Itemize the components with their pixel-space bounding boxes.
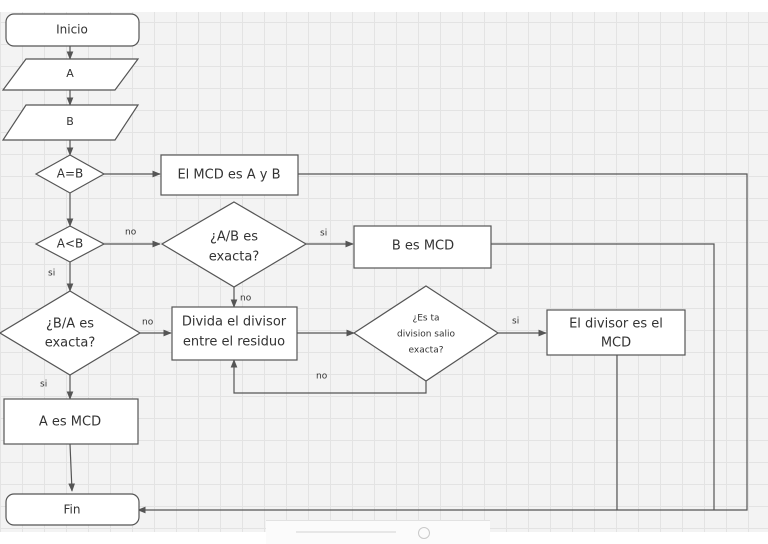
top-strip	[0, 0, 768, 12]
decision-a-lt-b	[34, 225, 106, 263]
edge-label-no: no	[240, 294, 252, 304]
input-a-label: A	[66, 67, 74, 80]
decision-a-div-b	[160, 201, 308, 288]
cond-a-div-b-line1: ¿A/B es	[210, 230, 258, 245]
zoom-toolbar	[266, 520, 490, 544]
decision-division-exacta	[352, 285, 500, 382]
divida-line2: entre el residuo	[183, 335, 285, 350]
divisor-es-mcd-line2: MCD	[601, 336, 631, 351]
b-es-mcd-label: B es MCD	[392, 239, 454, 254]
cond-a-lt-b-label: A<B	[57, 237, 84, 251]
toolbar-track	[296, 531, 396, 533]
decision-b-div-a	[0, 290, 142, 376]
process-divida	[171, 306, 298, 361]
cond-division-line2: division salio	[397, 330, 456, 340]
edge-cond5-loop	[230, 359, 427, 394]
flowchart-diagram: Inicio A B A=B El MCD es A y B A<B ¿A/B …	[0, 13, 748, 526]
cond-b-div-a-line1: ¿B/A es	[46, 317, 94, 332]
process-divisor-es-mcd	[546, 309, 686, 356]
mcd-a-y-b-label: El MCD es A y B	[177, 168, 280, 183]
edge-label-no: no	[125, 228, 137, 238]
edge-label-no: no	[316, 372, 328, 382]
io-input-a	[1, 58, 140, 91]
io-input-b	[1, 104, 140, 141]
cond-a-eq-b-label: A=B	[57, 167, 84, 181]
cond-b-div-a-line2: exacta?	[45, 336, 96, 351]
process-b-es-mcd	[353, 225, 492, 269]
edge-label-si: si	[320, 229, 327, 239]
terminator-inicio	[5, 13, 140, 47]
cond-division-line3: exacta?	[409, 346, 444, 356]
input-b-label: B	[66, 115, 74, 128]
process-a-es-mcd	[3, 398, 139, 445]
edge-bmcd-fin	[491, 243, 715, 510]
inicio-label: Inicio	[56, 23, 88, 37]
edge-label-no: no	[142, 318, 154, 328]
cond-division-line1: ¿Es ta	[412, 314, 439, 324]
fin-label: Fin	[64, 503, 81, 517]
process-mcd-a-y-b	[160, 154, 299, 196]
divisor-es-mcd-line1: El divisor es el	[569, 317, 663, 332]
edge-label-si: si	[48, 269, 55, 279]
decision-a-eq-b	[34, 154, 106, 194]
terminator-fin	[5, 493, 140, 526]
edge-label-si: si	[512, 317, 519, 327]
divida-line1: Divida el divisor	[182, 315, 287, 330]
edge-mcdab-fin	[137, 173, 748, 514]
help-icon[interactable]	[418, 527, 430, 539]
edge-amcd-fin	[68, 443, 76, 492]
a-es-mcd-label: A es MCD	[39, 415, 101, 430]
connectors	[66, 46, 748, 514]
cond-a-div-b-line2: exacta?	[209, 250, 260, 265]
edge-label-si: si	[40, 380, 47, 390]
